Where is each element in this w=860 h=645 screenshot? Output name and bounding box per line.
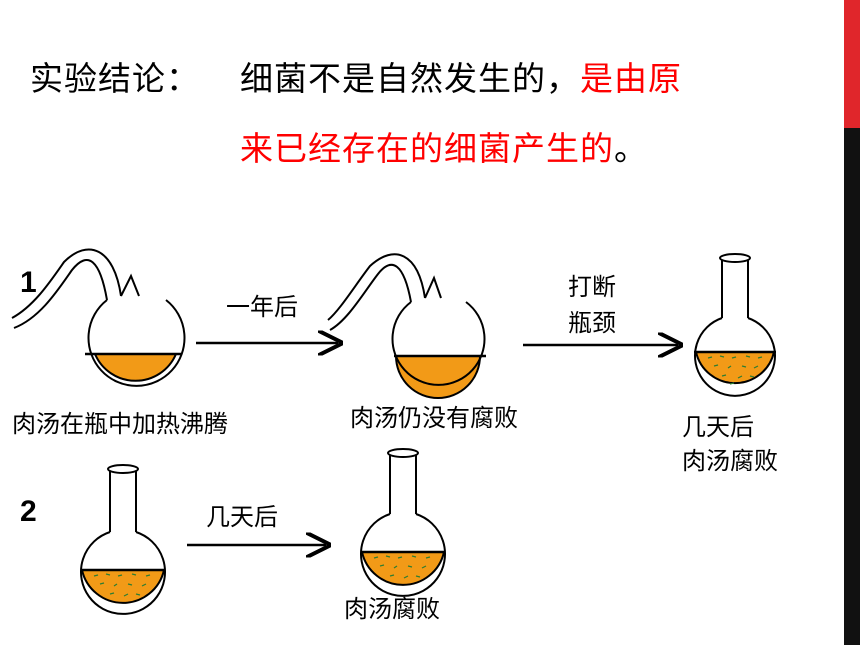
broth-fill [93,353,178,382]
bacteria-dots [707,355,763,385]
broth-fill [360,551,446,586]
flask2-caption: 肉汤仍没有腐败 [350,404,518,432]
conclusion-line2-red: 来已经存在的细菌产生的 [240,129,614,168]
side-bar-dark [844,0,860,645]
row2-flask2-caption: 肉汤腐败 [344,595,440,623]
broth-fill [694,351,776,385]
conclusion-line1-red: 是由原 [580,59,682,98]
conclusion-label: 实验结论： [30,59,200,98]
conclusion-line2-end: 。 [614,129,648,168]
straight-neck-flask-row2-1 [80,464,166,615]
flask3-caption-line1: 几天后 [682,413,754,441]
conclusion-line1-black: 细菌不是自然发生的， [240,59,580,98]
flask3-caption-line2: 肉汤腐败 [682,447,778,475]
bacteria-dots [373,555,431,579]
straight-neck-flask-3 [694,253,776,397]
side-bar-accent [844,0,860,128]
conclusion-line1: 细菌不是自然发生的，是由原 [240,62,682,95]
conclusion-line2: 来已经存在的细菌产生的。 [240,132,648,165]
straight-neck-flask-row2-2 [360,448,446,597]
row2-arrow-label: 几天后 [206,503,278,531]
broth-fill [80,569,166,604]
flask1-caption: 肉汤在瓶中加热沸腾 [12,410,228,438]
swan-neck-flask-2 [327,253,486,399]
arrow1-label: 一年后 [226,293,298,321]
row2-number: 2 [20,495,37,528]
row1-number: 1 [20,266,37,299]
arrow2-label-line2: 瓶颈 [568,309,616,337]
bacteria-dots [93,573,151,597]
arrow2-label-line1: 打断 [568,273,616,301]
broth-fill [394,355,482,399]
swan-neck-flask-1 [11,248,186,387]
